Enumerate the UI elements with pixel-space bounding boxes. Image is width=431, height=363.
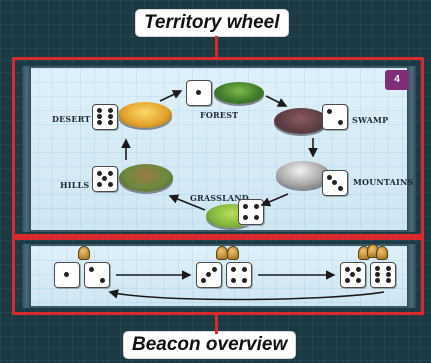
pip	[108, 182, 113, 187]
pip	[356, 278, 361, 283]
board-edge-right	[407, 66, 416, 232]
beacon-die-1	[54, 262, 80, 288]
pip	[350, 272, 355, 277]
swamp-label: Swamp	[352, 115, 389, 125]
pip	[212, 267, 217, 272]
die-swamp	[322, 104, 348, 130]
beacon-die-2	[84, 262, 110, 288]
beacon-token-icon	[227, 246, 239, 260]
desert-disc-icon	[118, 102, 172, 128]
beacon-overview-frame	[12, 237, 424, 315]
pip	[254, 215, 259, 220]
pip	[242, 267, 247, 272]
territory-wheel-callout: Territory wheel	[136, 10, 288, 36]
pip	[327, 109, 332, 114]
forest-label: Forest	[200, 110, 239, 120]
pip	[332, 180, 337, 185]
pip	[356, 267, 361, 272]
bottom-connector	[215, 312, 218, 334]
beacon-overview-callout: Beacon overview	[124, 332, 296, 358]
top-connector	[215, 36, 218, 60]
beacon-die-5	[340, 262, 366, 288]
swamp-disc-icon	[274, 108, 328, 134]
territory-wheel-frame	[12, 57, 424, 237]
die-grassland	[238, 199, 264, 225]
beacon-token-icon	[78, 246, 90, 260]
pip	[100, 278, 105, 283]
pip	[108, 120, 113, 125]
pip	[231, 267, 236, 272]
pip	[231, 278, 236, 283]
pip	[97, 182, 102, 187]
pip	[386, 266, 391, 271]
pip	[108, 171, 113, 176]
die-mountains	[322, 170, 348, 196]
pip	[375, 266, 380, 271]
pip	[338, 186, 343, 191]
corner-badge: 4	[385, 70, 409, 90]
beacon-die-6	[370, 262, 396, 288]
pip	[338, 120, 343, 125]
pip	[97, 114, 102, 119]
pip	[243, 215, 248, 220]
pip	[327, 175, 332, 180]
die-desert	[92, 104, 118, 130]
die-hills	[92, 166, 118, 192]
pip	[375, 272, 380, 277]
beacon-die-3	[196, 262, 222, 288]
pip	[196, 90, 201, 95]
pip	[386, 278, 391, 283]
hills-label: Hills	[60, 180, 90, 190]
pip	[243, 204, 248, 209]
hills-disc-icon	[119, 164, 173, 192]
grassland-label: Grassland	[190, 193, 249, 203]
pip	[97, 171, 102, 176]
forest-disc-icon	[214, 82, 264, 104]
beacon-token-icon	[376, 246, 388, 260]
mountains-label: Mountains	[353, 177, 414, 187]
pip	[206, 272, 211, 277]
mountains-disc-icon	[276, 161, 330, 189]
pip	[89, 267, 94, 272]
pip	[201, 278, 206, 283]
beacon-edge-left	[22, 244, 31, 308]
pip	[345, 267, 350, 272]
pip	[108, 114, 113, 119]
arrow-icon	[121, 90, 318, 211]
beacon-edge-right	[407, 244, 416, 308]
pip	[64, 272, 69, 277]
die-forest	[186, 80, 212, 106]
pip	[345, 278, 350, 283]
pip	[375, 278, 380, 283]
pip	[102, 176, 107, 181]
pip	[386, 272, 391, 277]
beacon-die-4	[226, 262, 252, 288]
pip	[108, 108, 113, 113]
arrow-icon	[108, 270, 385, 301]
pip	[242, 278, 247, 283]
pip	[97, 120, 102, 125]
desert-label: Desert	[52, 114, 91, 124]
board-edge-left	[22, 66, 31, 232]
pip	[254, 204, 259, 209]
pip	[97, 108, 102, 113]
